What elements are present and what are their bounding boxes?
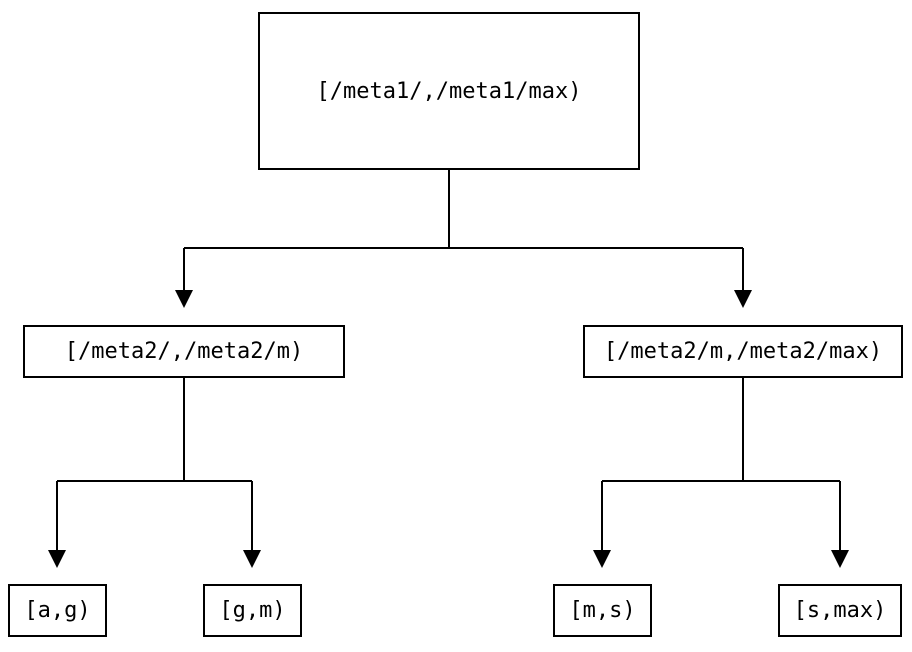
node-left-subrange: [/meta2/,/meta2/m) [23,325,345,378]
arrowhead-down-icon [734,290,752,308]
arrowhead-down-icon [831,550,849,568]
node-right-subrange: [/meta2/m,/meta2/max) [583,325,903,378]
node-leaf-m-s: [m,s) [553,584,652,637]
node-leaf-a-g: [a,g) [8,584,107,637]
arrowhead-down-icon [175,290,193,308]
node-leaf-s-max: [s,max) [778,584,902,637]
node-leaf-g-m: [g,m) [203,584,302,637]
arrowhead-down-icon [243,550,261,568]
arrowhead-down-icon [593,550,611,568]
arrowhead-down-icon [48,550,66,568]
node-root-interval: [/meta1/,/meta1/max) [258,12,640,170]
